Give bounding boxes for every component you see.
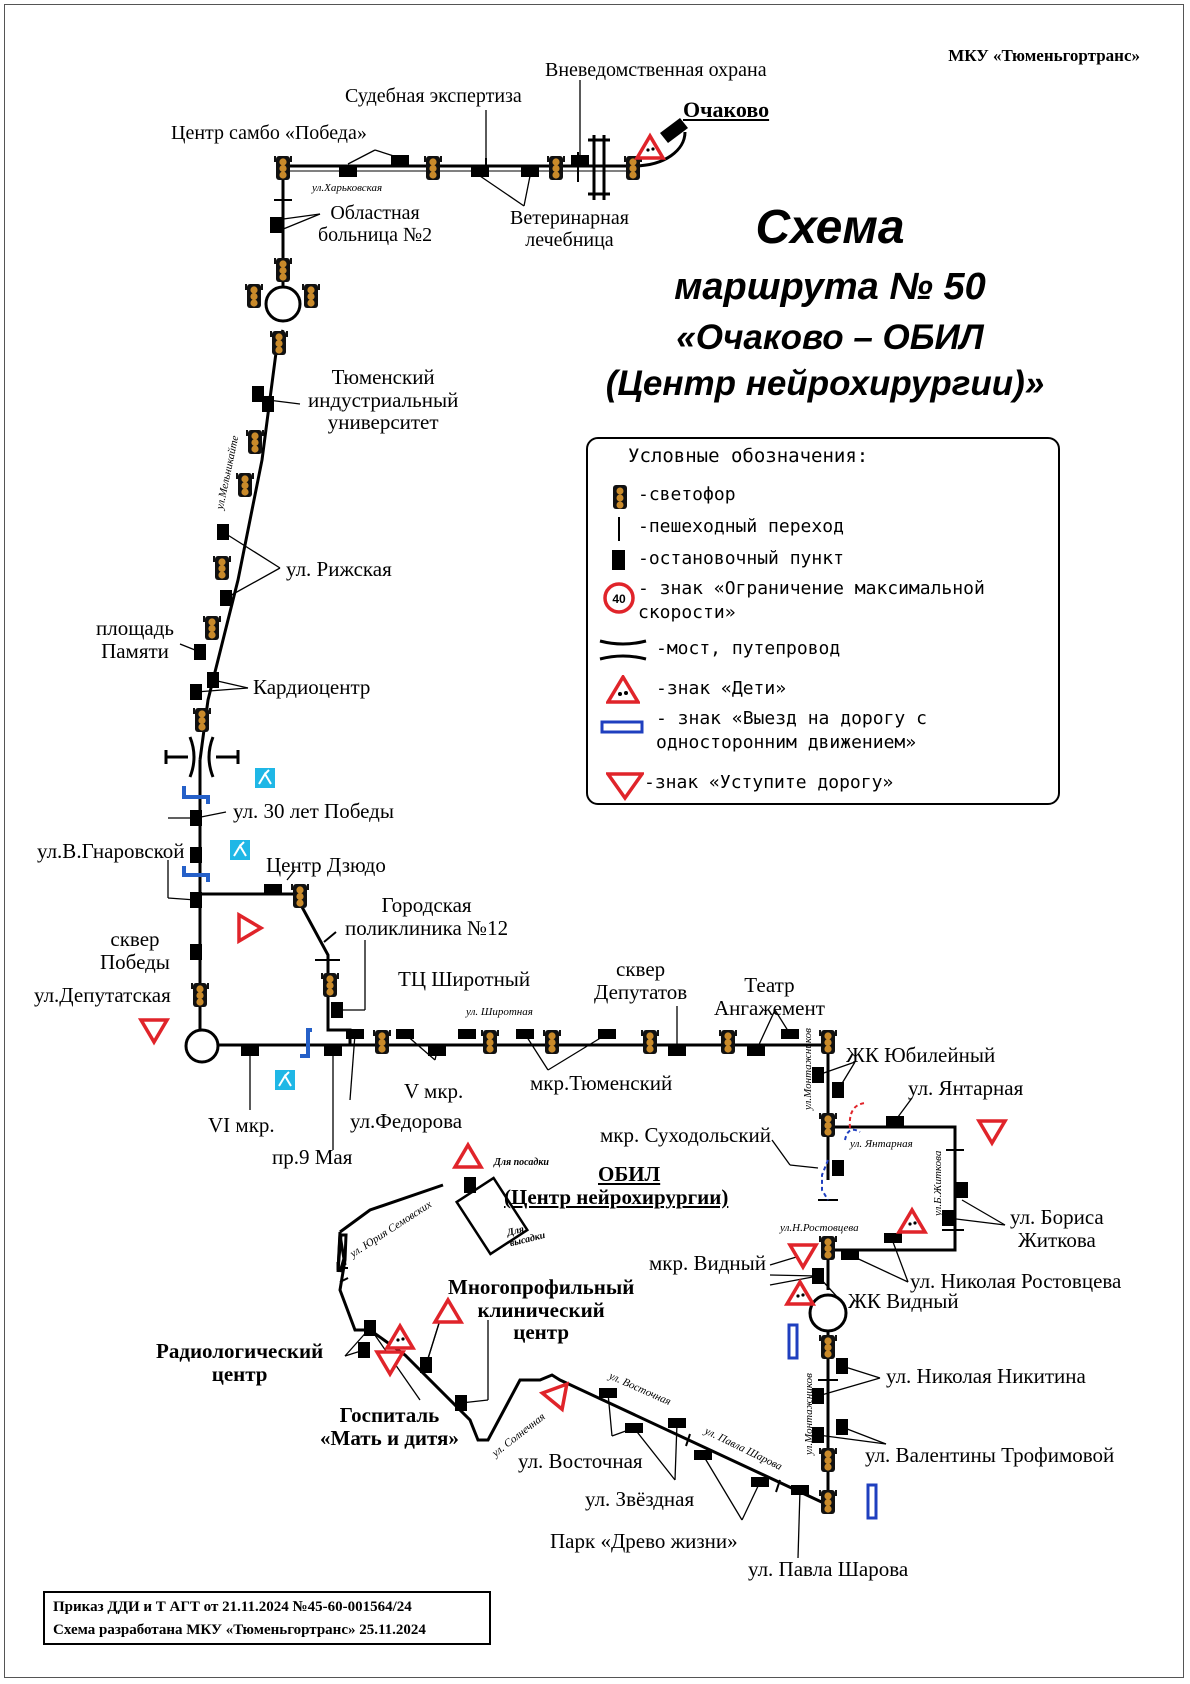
street-yantarnaya: ул. Янтарная xyxy=(850,1138,913,1150)
legend-yield: -знак «Уступите дорогу» xyxy=(644,772,894,793)
stop-icon xyxy=(612,550,625,570)
stop-sukhodolsky: мкр. Суходольский xyxy=(600,1123,772,1147)
legend-bridge: -мост, путепровод xyxy=(656,638,841,659)
street-montazhnikov-2: ул.Монтажников xyxy=(803,1373,815,1455)
label-posadka: Для посадки xyxy=(494,1157,549,1168)
title-line-1: Схема xyxy=(755,201,905,254)
footer-line-2: Схема разработана МКУ «Тюменьгортранс» 2… xyxy=(53,1621,426,1638)
speed-limit-value: 40 xyxy=(612,592,626,606)
stop-gospital: Госпиталь «Мать и дитя» xyxy=(320,1403,459,1450)
stop-fedorova: ул.Федорова xyxy=(350,1109,463,1133)
stop-skver-deputatov: сквер Депутатов xyxy=(594,957,688,1004)
street-montazhnikov-1: ул.Монтажников xyxy=(802,1028,814,1110)
stop-yantarnaya: ул. Янтарная xyxy=(908,1076,1024,1100)
legend-speed-limit: - знак «Ограничение максимальной скорост… xyxy=(638,578,985,624)
legend-crosswalk: -пешеходный переход xyxy=(638,516,844,537)
stop-kardio: Кардиоцентр xyxy=(253,675,371,699)
stop-zvezdnaya: ул. Звёздная xyxy=(585,1487,695,1511)
legend-children: -знак «Дети» xyxy=(656,678,787,699)
page-frame xyxy=(4,4,1184,1678)
stop-mkr-tyumensky: мкр.Тюменский xyxy=(530,1071,673,1095)
title-line-4: (Центр нейрохирургии)» xyxy=(605,364,1045,403)
legend-traffic-light: -светофор xyxy=(638,484,736,505)
traffic-light-icon xyxy=(613,485,627,509)
stop-oblastnaya: Областная больница №2 xyxy=(318,202,433,246)
stop-sudebnaya: Судебная экспертиза xyxy=(345,85,522,107)
legend-stop: -остановочный пункт xyxy=(638,548,844,569)
street-shirotnaya: ул. Широтная xyxy=(466,1006,533,1018)
title-line-2: маршрута № 50 xyxy=(674,266,986,308)
one-way-sign-icon xyxy=(600,720,644,734)
stop-poliklinika: Городская поликлиника №12 xyxy=(345,893,509,940)
speed-limit-icon: 40 xyxy=(603,582,635,614)
stop-park: Парк «Древо жизни» xyxy=(550,1529,738,1553)
bridge-icon xyxy=(599,639,647,661)
stop-vidny-mkr: мкр. Видный xyxy=(649,1251,767,1275)
stop-obil: ОБИЛ xyxy=(598,1162,661,1186)
stop-trofimovoy: ул. Валентины Трофимовой xyxy=(865,1443,1115,1467)
stop-veterinarnaya: Ветеринарная лечебница xyxy=(510,207,629,251)
street-zhitkova: ул.Б.Житкова xyxy=(932,1150,944,1216)
stop-rizhskaya: ул. Рижская xyxy=(286,557,392,581)
stop-sharova: ул. Павла Шарова xyxy=(748,1557,909,1581)
legend-title: Условные обозначения: xyxy=(628,445,869,467)
stop-zhk-yubileyny: ЖК Юбилейный xyxy=(846,1043,996,1067)
stop-rostovtseva: ул. Николая Ростовцева xyxy=(910,1269,1122,1293)
stop-tiu: Тюменский индустриальный университет xyxy=(308,365,459,435)
title-line-3: «Очаково – ОБИЛ xyxy=(676,318,984,357)
stop-skver-pobedy: сквер Победы xyxy=(100,927,170,974)
organization-name: МКУ «Тюменьгортранс» xyxy=(948,46,1140,65)
stop-ochakovo: Очаково xyxy=(683,97,770,122)
stop-deputatskaya: ул.Депутатская xyxy=(34,983,171,1007)
legend-box: Условные обозначения: -светофор -пешеход… xyxy=(586,437,1060,805)
stop-gnarovskoy: ул.В.Гнаровской xyxy=(37,839,185,863)
stop-teatr: Театр Ангажемент xyxy=(714,973,825,1020)
street-kharkovskaya: ул.Харьковская xyxy=(312,182,383,194)
stop-radio: Радиологический центр xyxy=(156,1339,324,1386)
children-sign-icon xyxy=(606,675,640,704)
stop-30let: ул. 30 лет Победы xyxy=(233,799,394,823)
stop-dzyudo: Центр Дзюдо xyxy=(266,853,386,877)
stop-vi-mkr: VI мкр. xyxy=(208,1113,275,1137)
crosswalk-icon xyxy=(618,517,620,541)
stop-vostochnaya: ул. Восточная xyxy=(518,1449,643,1473)
stop-v-mkr: V мкр. xyxy=(404,1079,464,1103)
legend-one-way: - знак «Выезд на дорогу с односторонним … xyxy=(656,708,927,754)
stop-sambo: Центр самбо «Победа» xyxy=(171,122,367,144)
stop-ploshchad: площадь Памяти xyxy=(96,616,174,663)
stop-9maya: пр.9 Мая xyxy=(272,1145,353,1169)
stop-obil-sub: (Центр нейрохирургии) xyxy=(504,1185,729,1209)
stop-zhk-vidny: ЖК Видный xyxy=(848,1289,959,1313)
yield-sign-icon xyxy=(606,772,644,801)
stop-multi: Многопрофильный клинический центр xyxy=(448,1275,635,1345)
stop-zhitkova: ул. Бориса Житкова xyxy=(1010,1205,1104,1252)
stop-vnevedomstvennaya: Вневедомственная охрана xyxy=(545,59,767,81)
footer-line-1: Приказ ДДИ и Т АГТ от 21.11.2024 №45-60-… xyxy=(53,1599,412,1615)
stop-nikitina: ул. Николая Никитина xyxy=(886,1364,1086,1388)
stop-tc-shirotny: ТЦ Широтный xyxy=(398,967,531,991)
footer-box: Приказ ДДИ и Т АГТ от 21.11.2024 №45-60-… xyxy=(43,1591,491,1645)
street-rostovtseva: ул.Н.Ростовцева xyxy=(780,1222,859,1234)
